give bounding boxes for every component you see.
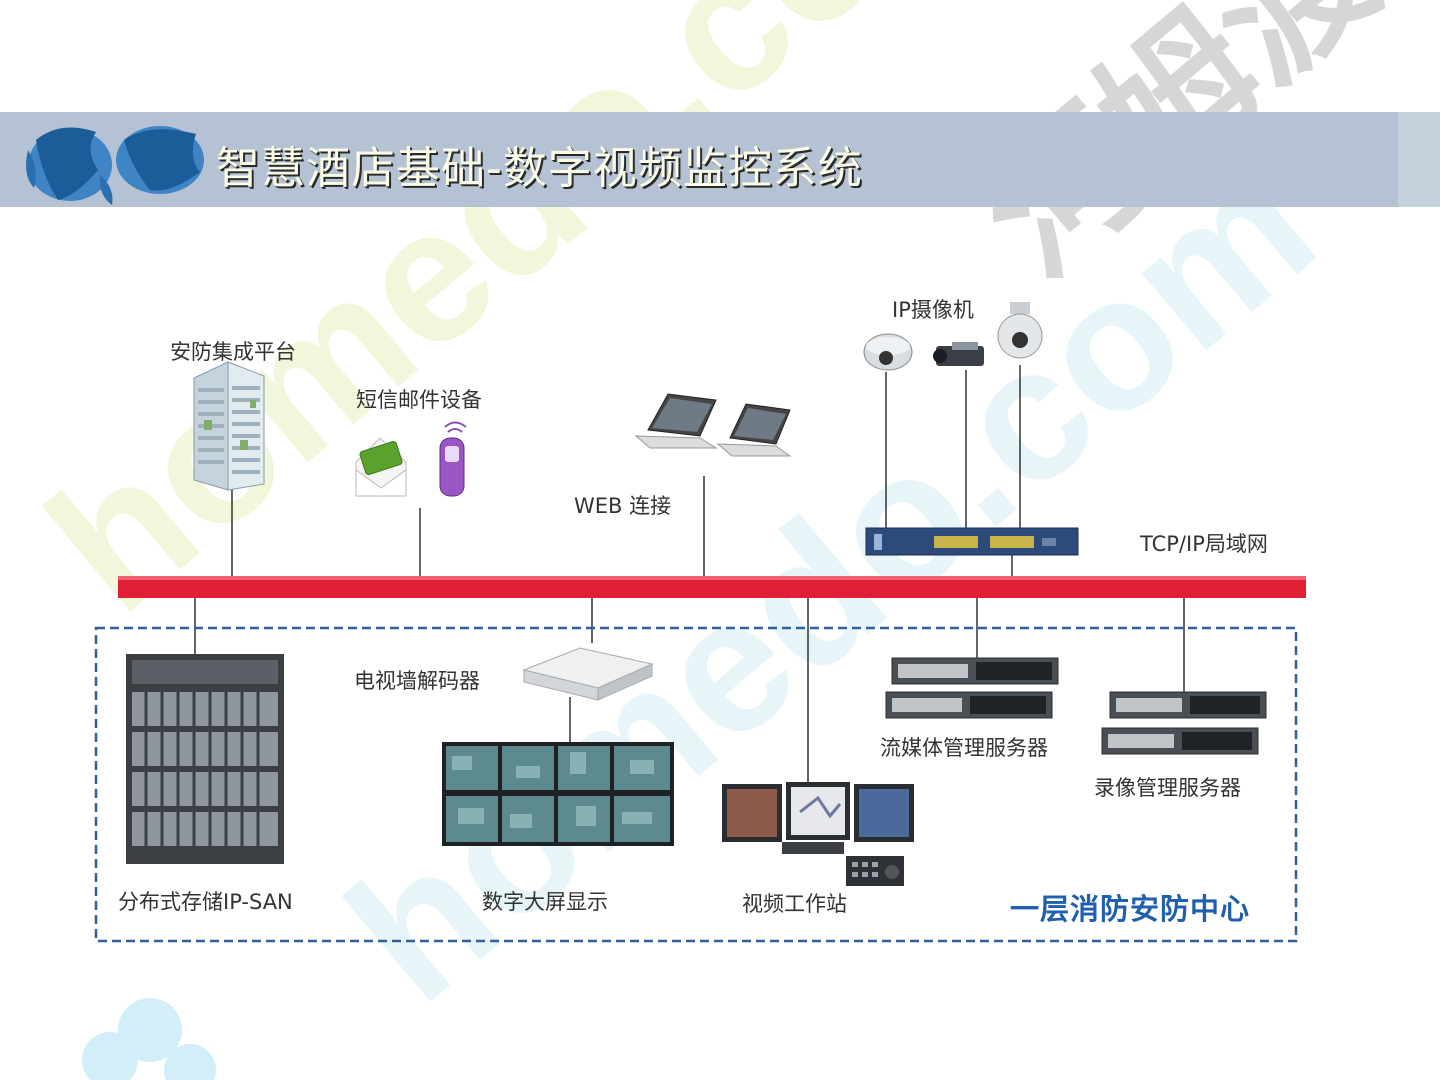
network-backbone: [118, 576, 1306, 598]
world-map-icon: [26, 126, 204, 205]
storage-rack-icon: [126, 654, 284, 864]
platform-label: 安防集成平台: [170, 340, 296, 364]
video-wall-icon: [442, 742, 674, 846]
building-icon: [193, 361, 265, 491]
streaming-server-icon: [885, 657, 1059, 719]
video-workstation-icon: [722, 782, 914, 886]
ptz-camera-icon: [997, 302, 1043, 359]
decoder-box-icon: [522, 647, 654, 701]
top-connectors: [231, 365, 1021, 576]
security-center-label: 一层消防安防中心: [1010, 892, 1251, 926]
email-envelope-icon: [355, 437, 407, 497]
recording-label: 录像管理服务器: [1094, 776, 1241, 800]
decoder-label: 电视墙解码器: [354, 669, 480, 693]
title-bar: [0, 112, 1440, 207]
workstation-label: 视频工作站: [742, 892, 847, 916]
network-switch-icon: [865, 527, 1079, 556]
box-camera-icon: [933, 342, 984, 366]
title-bar-end-strip: [1398, 112, 1440, 207]
backbone-highlight: [118, 576, 1306, 580]
camera-label: IP摄像机: [892, 298, 974, 322]
dome-camera-icon: [863, 333, 913, 371]
recording-server-icon: [1101, 691, 1267, 755]
sms-label: 短信邮件设备: [356, 388, 482, 412]
web-label: WEB 连接: [574, 494, 672, 518]
streaming-label: 流媒体管理服务器: [880, 736, 1048, 760]
bigscreen-label: 数字大屏显示: [482, 890, 608, 914]
watermark-logo-icon: [82, 998, 216, 1080]
network-label: TCP/IP局域网: [1140, 532, 1268, 556]
storage-label: 分布式存储IP-SAN: [118, 890, 293, 914]
laptop-icon: [634, 393, 718, 449]
laptop-icon-2: [716, 403, 792, 457]
mobile-phone-icon: [439, 421, 467, 497]
slide-title: 智慧酒店基础-数字视频监控系统: [216, 143, 863, 194]
